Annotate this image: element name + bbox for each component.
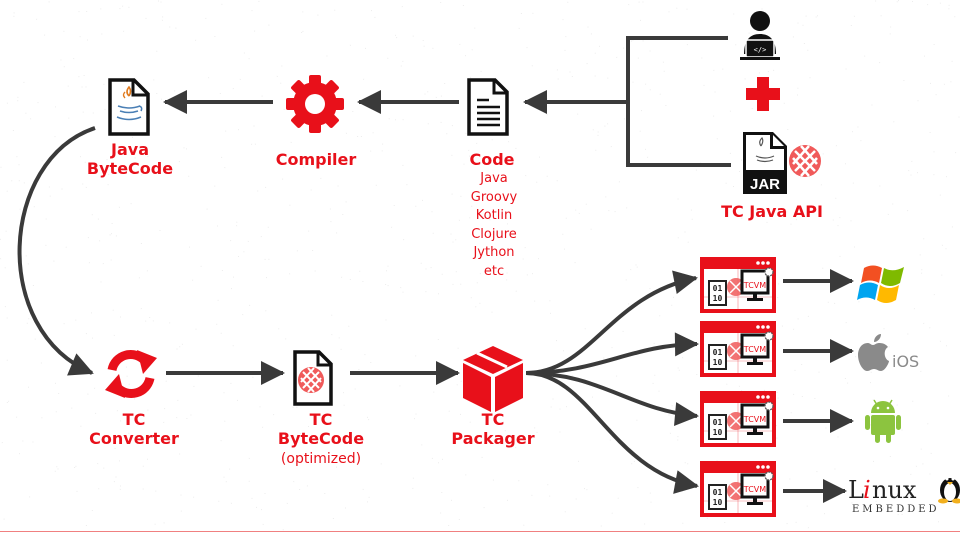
tcvm-label: TCVM [743, 345, 766, 354]
tc-bytecode-label-line1: TC [309, 410, 333, 429]
fan-out-arrows [525, 270, 699, 494]
code-language-item: etc [483, 263, 505, 279]
tc-packager-label-line2: Packager [451, 429, 535, 448]
plus-icon [746, 77, 780, 111]
tc-bytecode-label-line2: ByteCode [277, 429, 365, 448]
developer-laptop-icon: </> [740, 11, 780, 60]
gear-tooth [332, 98, 344, 110]
tcvm-label: TCVM [743, 485, 766, 494]
code-language-item: Kotlin [475, 208, 513, 223]
tc-bytecode-label: TC ByteCode [278, 410, 364, 448]
gear-tooth [309, 75, 321, 87]
gear-tooth [291, 80, 307, 96]
tc-bytecode-note: (optimized) [280, 451, 362, 467]
svg-text:01: 01 [713, 348, 723, 357]
jar-file-icon: JAR [743, 132, 787, 194]
apple-ios-logo-icon: iOS [858, 334, 919, 371]
svg-text:EMBEDDED: EMBEDDED [852, 504, 940, 515]
monitor-icon [740, 471, 774, 505]
package-box-icon [463, 346, 523, 412]
tc-packager-label: TC Packager [451, 410, 534, 448]
totalcross-logo-icon [789, 145, 821, 177]
svg-text:01: 01 [713, 284, 723, 293]
compiler-label: Compiler [275, 150, 357, 169]
svg-text:01: 01 [713, 488, 723, 497]
tc-converter-label-line1: TC [122, 410, 146, 429]
tc-converter-label: TC Converter [89, 410, 179, 448]
monitor-icon [740, 401, 774, 435]
tc-converter-label-line2: Converter [89, 429, 179, 448]
svg-text:10: 10 [713, 428, 723, 437]
code-language-item: Clojure [471, 226, 517, 242]
svg-text:JAR: JAR [750, 176, 780, 193]
tcvm-label: TCVM [743, 415, 766, 424]
gear-tooth [309, 121, 321, 133]
code-label: Code [469, 150, 515, 169]
monitor-icon [740, 331, 774, 365]
gear-tooth [323, 80, 339, 96]
gear-tooth [323, 112, 339, 128]
gear-tooth [291, 112, 307, 128]
java-bytecode-label-line1: Java [111, 140, 149, 159]
sync-icon [105, 350, 157, 398]
svg-text:L: L [848, 476, 864, 504]
monitor-icon [740, 267, 774, 301]
svg-text:nux: nux [872, 476, 917, 504]
java-file-icon [108, 78, 150, 136]
arrow-bytecode-to-converter [17, 126, 96, 376]
tc-file-icon [293, 350, 333, 406]
document-icon [467, 78, 509, 136]
tc-packager-label-line1: TC [481, 410, 505, 429]
gear-icon [286, 75, 344, 133]
svg-text:i: i [863, 476, 871, 504]
svg-text:01: 01 [713, 418, 723, 427]
code-language-item: Java [480, 171, 508, 186]
bracket-connector [590, 36, 731, 167]
svg-text:10: 10 [713, 498, 723, 507]
svg-text:10: 10 [713, 294, 723, 303]
bottom-divider [0, 531, 960, 532]
tc-java-api-label: TC Java API [721, 202, 823, 221]
android-logo-icon [865, 399, 901, 443]
code-language-item: Groovy [470, 189, 518, 205]
gear-tooth [286, 98, 298, 110]
svg-text:iOS: iOS [892, 352, 919, 371]
linux-embedded-logo-icon: L i nux EMBEDDED [848, 476, 960, 515]
tcvm-label: TCVM [743, 281, 766, 290]
java-bytecode-label: Java ByteCode [87, 140, 173, 178]
windows-logo-icon [857, 265, 904, 303]
java-bytecode-label-line2: ByteCode [86, 159, 174, 178]
code-language-item: Jython [473, 245, 515, 260]
svg-text:</>: </> [754, 46, 767, 54]
svg-text:10: 10 [713, 358, 723, 367]
